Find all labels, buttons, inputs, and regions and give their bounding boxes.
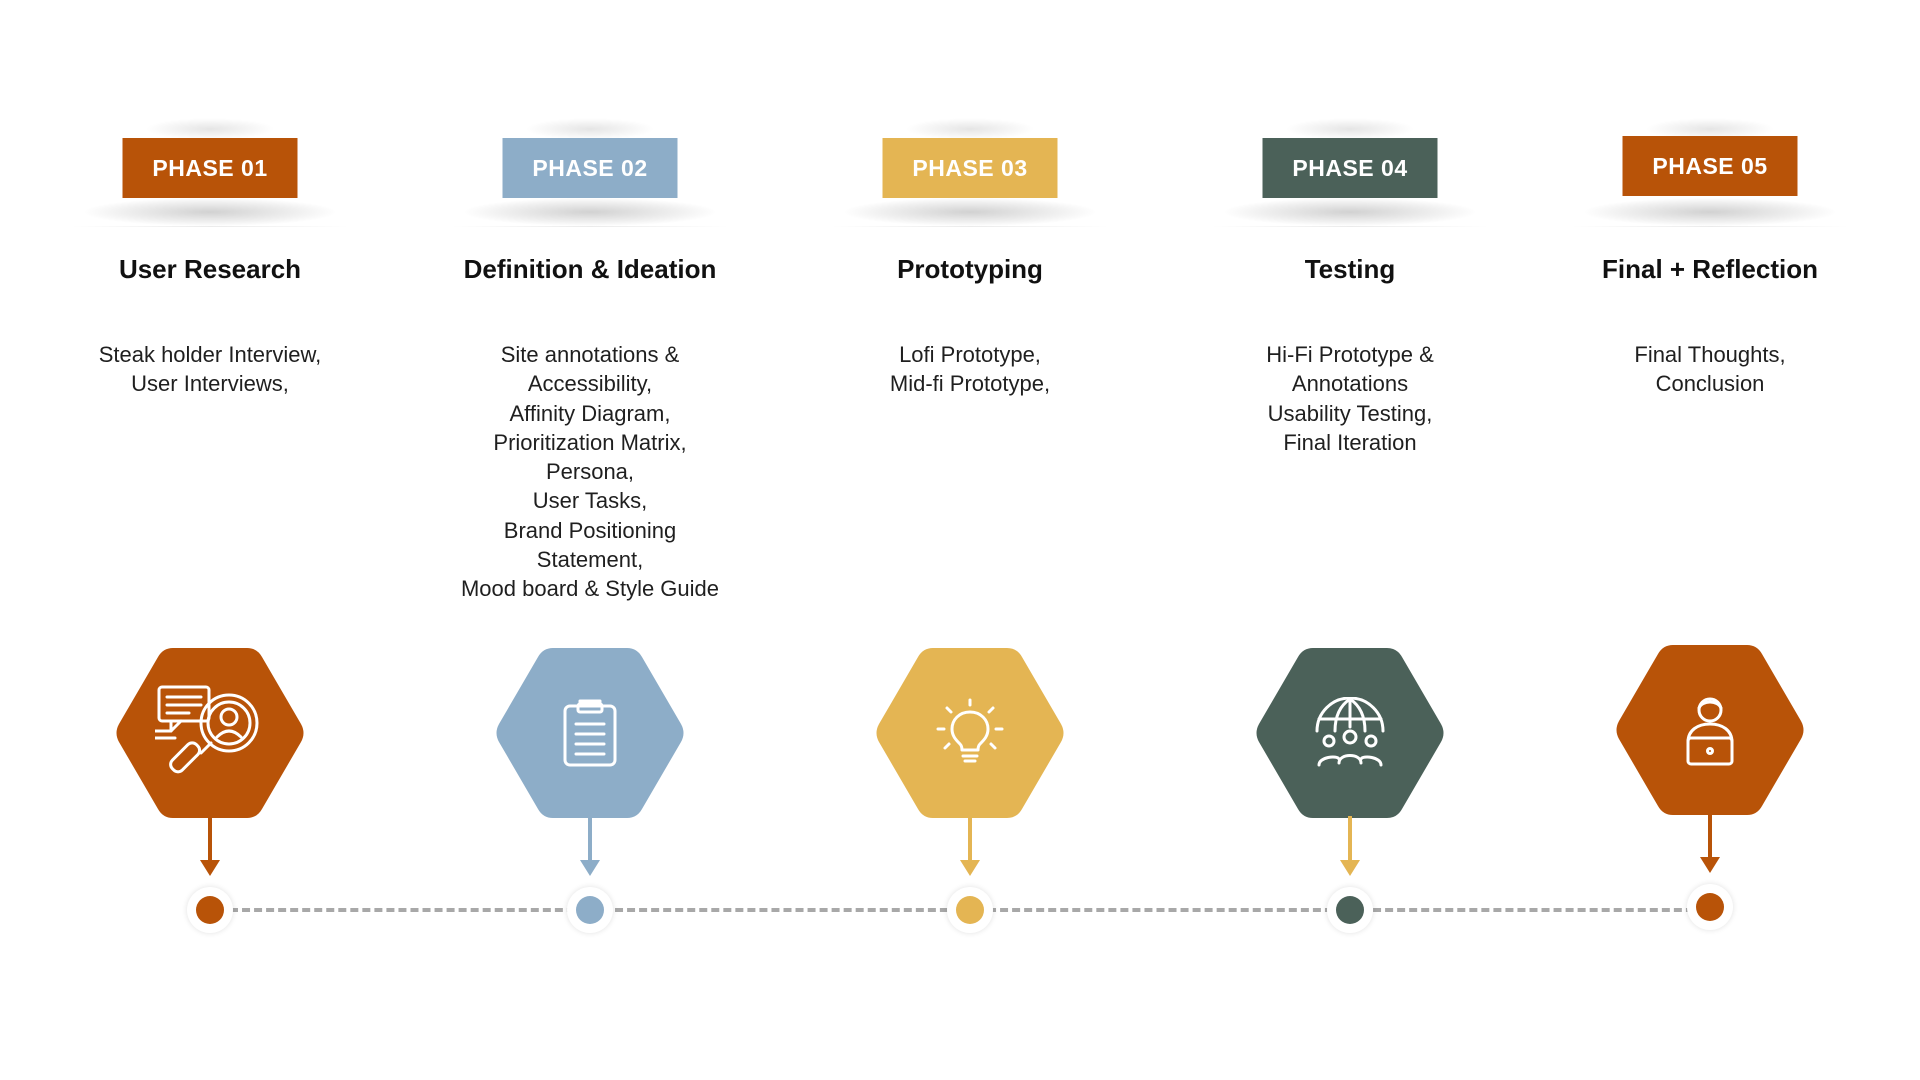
phase-hexagon bbox=[875, 648, 1065, 818]
timeline-node bbox=[1696, 893, 1724, 921]
phase-badge: PHASE 02 bbox=[502, 138, 678, 198]
badge-shadow bbox=[1585, 198, 1835, 226]
badge-shadow bbox=[1225, 198, 1475, 226]
badge-underline bbox=[70, 226, 350, 227]
badge-underline bbox=[1210, 226, 1490, 227]
phase-column-1: PHASE 01 User Research Steak holder Inte… bbox=[20, 0, 400, 1080]
phase-hexagon bbox=[1255, 648, 1445, 818]
phase-badge: PHASE 04 bbox=[1262, 138, 1438, 198]
phase-title: Final + Reflection bbox=[1602, 254, 1818, 284]
phase-badge: PHASE 05 bbox=[1622, 136, 1798, 196]
badge-shadow bbox=[85, 198, 335, 226]
badge-top-shadow bbox=[905, 118, 1035, 140]
globe-people-icon bbox=[1311, 697, 1389, 769]
hexagon-shape bbox=[876, 648, 1064, 818]
phase-hexagon bbox=[115, 648, 305, 818]
timeline-node bbox=[576, 896, 604, 924]
badge-top-shadow bbox=[145, 118, 275, 140]
clipboard-icon bbox=[562, 698, 618, 768]
hexagon-shape bbox=[1256, 648, 1444, 818]
connector-arrow bbox=[960, 860, 980, 876]
lightbulb-icon bbox=[935, 698, 1005, 768]
connector-line bbox=[588, 816, 592, 868]
phase-description: Site annotations & Accessibility, Affini… bbox=[460, 342, 720, 602]
badge-underline bbox=[830, 226, 1110, 227]
phase-column-2: PHASE 02 Definition & Ideation Site anno… bbox=[400, 0, 780, 1080]
person-laptop-icon bbox=[1682, 694, 1738, 766]
phase-description: Final Thoughts, Conclusion bbox=[1634, 342, 1786, 397]
badge-underline bbox=[1570, 226, 1850, 227]
phase-description: Hi-Fi Prototype & Annotations Usability … bbox=[1266, 342, 1434, 455]
phase-column-4: PHASE 04 Testing Hi-Fi Prototype & Annot… bbox=[1160, 0, 1540, 1080]
badge-shadow bbox=[845, 198, 1095, 226]
connector-line bbox=[1708, 813, 1712, 865]
phase-hexagon bbox=[1615, 645, 1805, 815]
connector-arrow bbox=[1700, 857, 1720, 873]
user-research-magnifier-icon bbox=[155, 683, 265, 783]
phase-title: User Research bbox=[118, 254, 302, 284]
phase-badge: PHASE 01 bbox=[122, 138, 298, 198]
phase-title: Prototyping bbox=[897, 254, 1043, 284]
phase-column-5: PHASE 05 Final + Reflection Final Though… bbox=[1520, 0, 1900, 1080]
connector-line bbox=[1348, 816, 1352, 868]
connector-line bbox=[208, 816, 212, 868]
badge-underline bbox=[450, 226, 730, 227]
badge-shadow bbox=[465, 198, 715, 226]
phase-badge: PHASE 03 bbox=[882, 138, 1058, 198]
phase-title: Testing bbox=[1304, 254, 1396, 284]
badge-top-shadow bbox=[1285, 118, 1415, 140]
phase-description: Steak holder Interview, User Interviews, bbox=[98, 342, 322, 397]
connector-line bbox=[968, 816, 972, 868]
phase-hexagon bbox=[495, 648, 685, 818]
badge-top-shadow bbox=[1645, 118, 1775, 140]
connector-arrow bbox=[1340, 860, 1360, 876]
timeline-node bbox=[1336, 896, 1364, 924]
phase-column-3: PHASE 03 Prototyping Lofi Prototype, Mid… bbox=[780, 0, 1160, 1080]
timeline-node bbox=[956, 896, 984, 924]
hexagon-shape bbox=[1616, 645, 1804, 815]
connector-arrow bbox=[200, 860, 220, 876]
phase-description: Lofi Prototype, Mid-fi Prototype, bbox=[889, 342, 1051, 397]
connector-arrow bbox=[580, 860, 600, 876]
phase-title: Definition & Ideation bbox=[463, 254, 717, 284]
badge-top-shadow bbox=[525, 118, 655, 140]
timeline-node bbox=[196, 896, 224, 924]
